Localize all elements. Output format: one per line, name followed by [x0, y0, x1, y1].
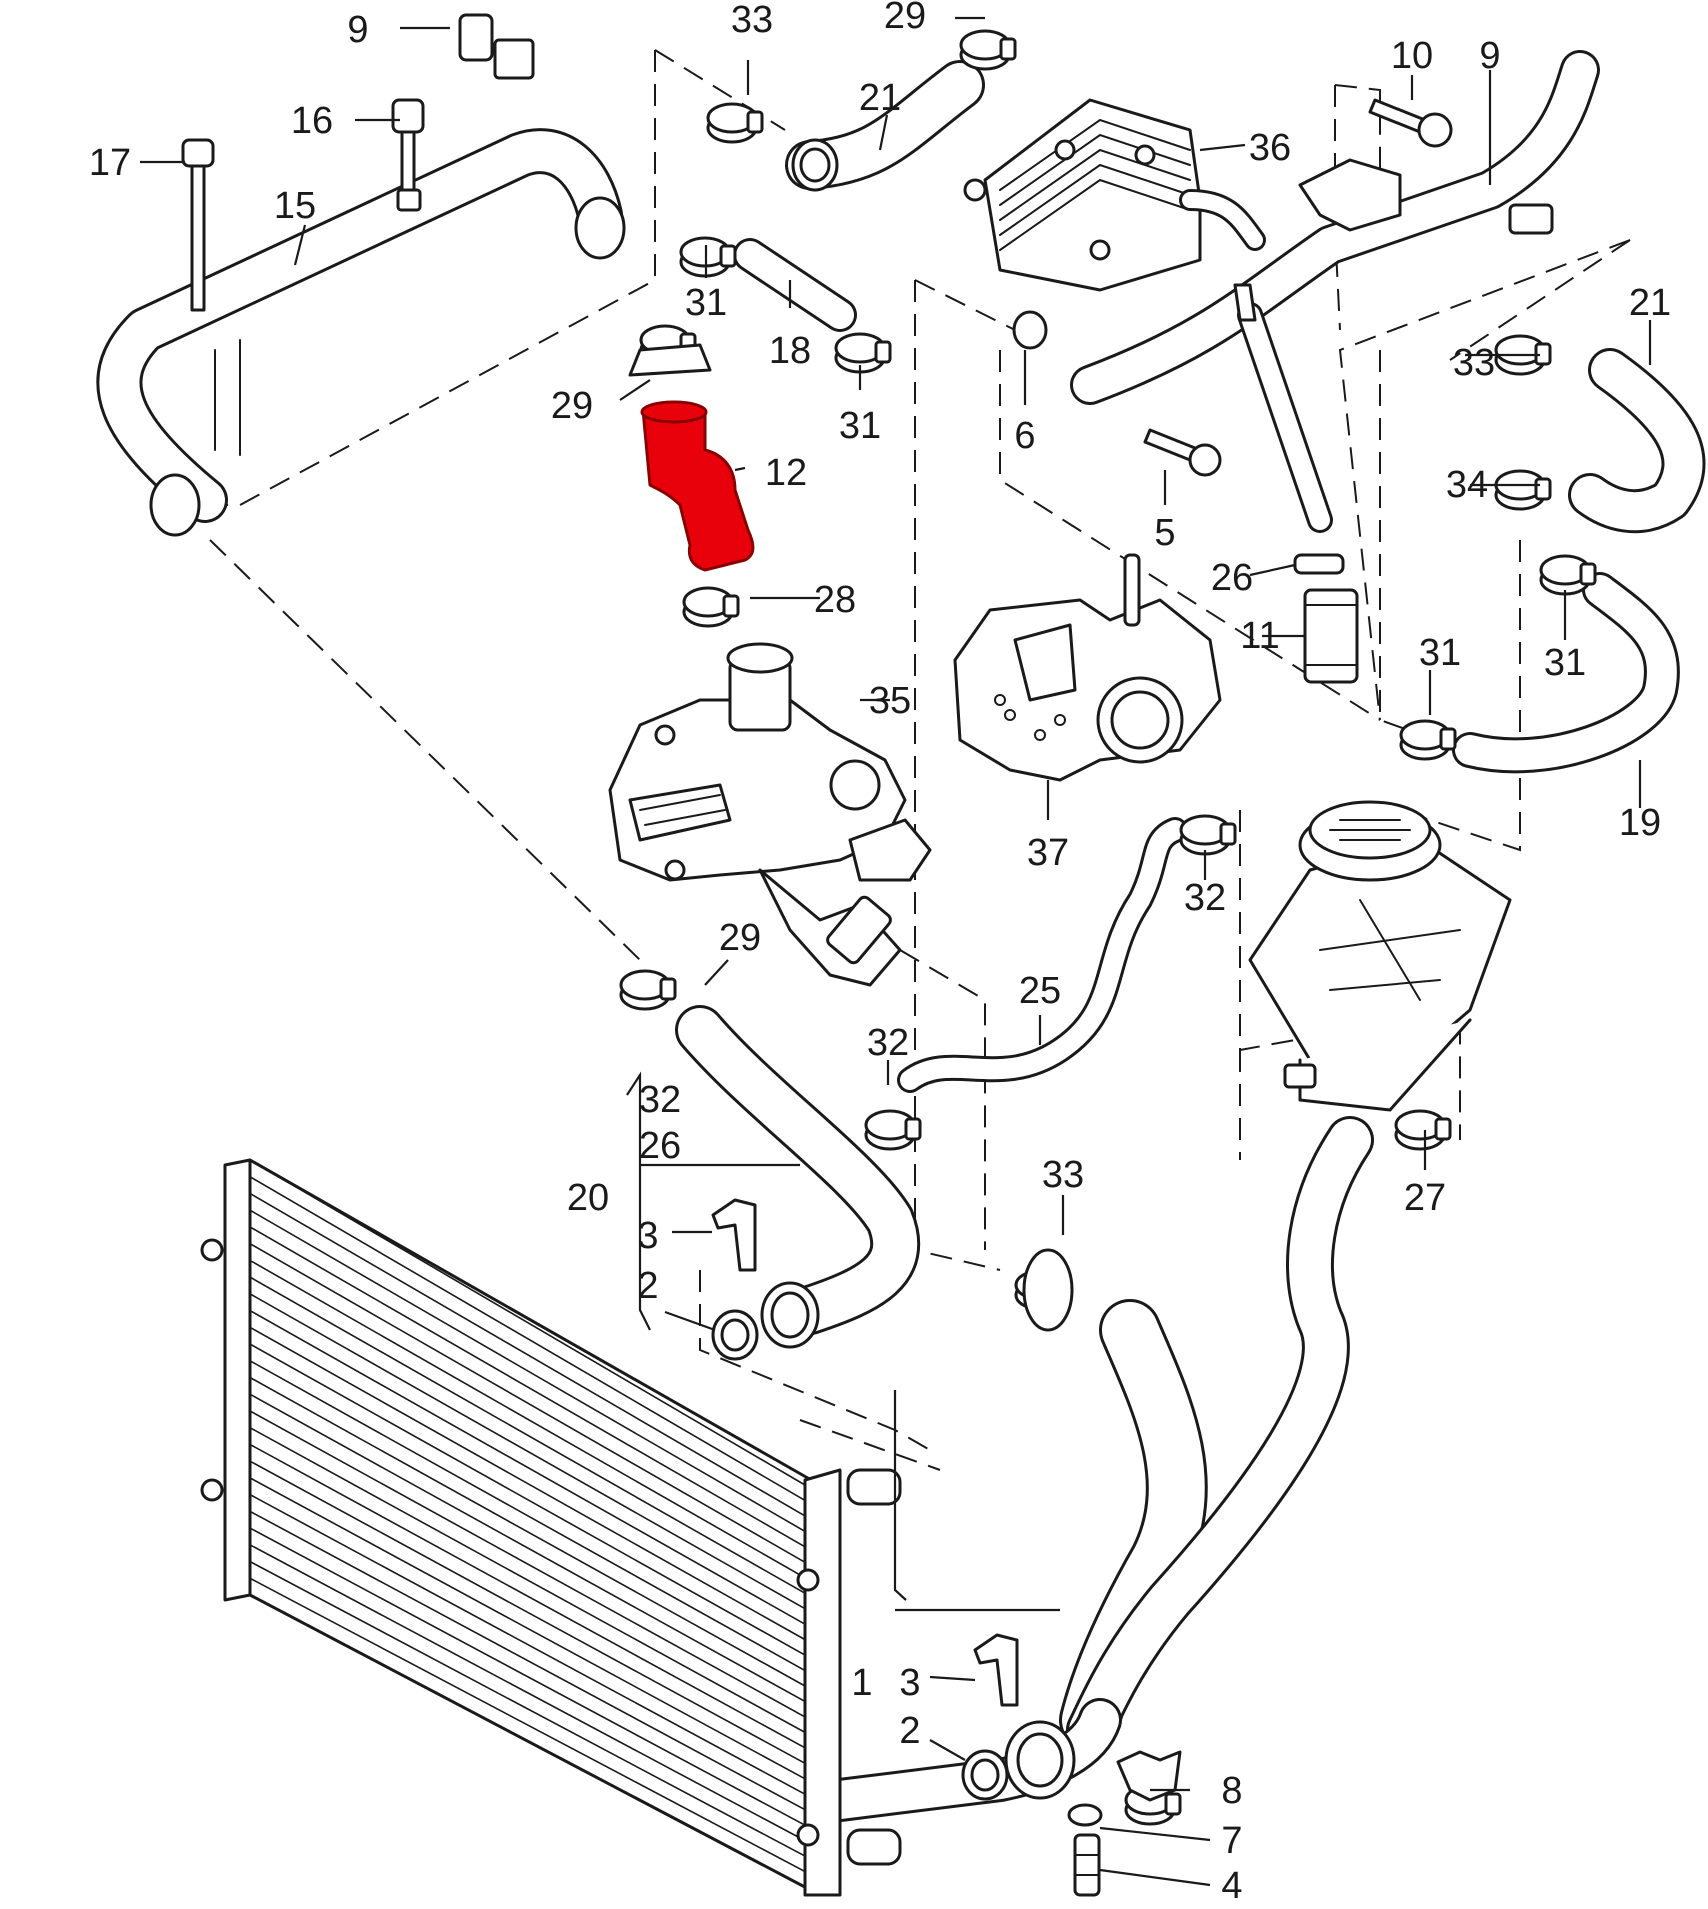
callout-32-a: 32 — [1184, 877, 1226, 919]
radiator-fin — [249, 1259, 806, 1579]
callout-10: 10 — [1391, 35, 1433, 77]
callout-16: 18 — [769, 330, 811, 372]
radiator-fin — [249, 1343, 806, 1656]
radiator-fin — [249, 1560, 806, 1857]
callout-25: 9 — [347, 9, 368, 51]
hose-clamp — [679, 236, 737, 278]
radiator-fin — [249, 1544, 806, 1842]
radiator-fin — [249, 1209, 806, 1533]
callout-5: 7 — [1221, 1820, 1242, 1862]
callout-6: 8 — [1221, 1770, 1242, 1812]
radiator-fin — [249, 1443, 806, 1749]
callout-35: 35 — [869, 680, 911, 722]
radiator-fin — [249, 1594, 806, 1888]
radiator-fin — [249, 1527, 806, 1826]
hose-clamp — [1494, 334, 1552, 376]
callout-31-b: 31 — [839, 405, 881, 447]
highlighted-hose-part-12 — [640, 400, 755, 572]
oil-cooler — [963, 98, 1266, 292]
callout-8: 6 — [1014, 415, 1035, 457]
callout-37: 37 — [1027, 832, 1069, 874]
callout-26: 26 — [1211, 557, 1253, 599]
callout-29-b: 29 — [719, 917, 761, 959]
callout-30: 29 — [551, 385, 593, 427]
hose-clamp — [959, 29, 1017, 71]
callout-21-a: 25 — [1019, 970, 1061, 1012]
hose-clamp — [1394, 1109, 1452, 1151]
callout-18: 21 — [1629, 282, 1671, 324]
hose-clamp — [619, 969, 677, 1011]
callout-1: 1 — [851, 1662, 872, 1704]
callout-27: 27 — [1404, 1177, 1446, 1219]
radiator-fin — [249, 1293, 806, 1610]
callout-29-top: 29 — [884, 0, 926, 37]
callout-33-top: 33 — [731, 0, 773, 41]
callout-13: 15 — [274, 185, 316, 227]
callout-2-a: 2 — [637, 1265, 658, 1307]
hose-clamp — [706, 102, 764, 144]
callout-32-b: 32 — [867, 1022, 909, 1064]
radiator-fin — [249, 1159, 806, 1486]
callout-20: 20 — [567, 1177, 609, 1219]
callout-9: 5 — [1154, 512, 1175, 554]
callout-11: 11 — [1240, 615, 1279, 657]
radiator-fin — [249, 1309, 806, 1625]
radiator-fin — [249, 1510, 806, 1811]
hose-clamp — [864, 1109, 922, 1151]
hose-clamp — [682, 586, 740, 628]
small-parts — [149, 13, 1554, 1897]
callout-31-d: 31 — [1544, 642, 1586, 684]
radiator-fin — [249, 1493, 806, 1795]
expansion-tank — [1248, 800, 1512, 1112]
callout-19: 21 — [859, 77, 901, 119]
callout-3-a: 3 — [637, 1215, 658, 1257]
callout-15: 17 — [89, 142, 131, 184]
radiator-fin — [249, 1192, 806, 1517]
thermostat-housing — [608, 642, 932, 987]
radiator-fin — [249, 1577, 806, 1873]
hose-clamp — [1179, 814, 1237, 856]
radiator — [200, 1158, 902, 1897]
hose-clamp — [1399, 719, 1457, 761]
radiator-fin — [249, 1226, 806, 1548]
leader-lines — [140, 16, 1652, 1887]
callout-14: 16 — [291, 100, 333, 142]
hose-clamp — [1494, 469, 1552, 511]
radiator-fin — [249, 1176, 806, 1502]
coolant-flange-housing — [953, 553, 1222, 782]
radiator-fin — [249, 1410, 806, 1718]
callout-28: 28 — [814, 579, 856, 621]
callout-2-b: 2 — [899, 1710, 920, 1752]
callout-12: 12 — [765, 452, 807, 494]
callout-17: 19 — [1619, 802, 1661, 844]
radiator-fin — [249, 1326, 806, 1641]
radiator-fin — [249, 1242, 806, 1564]
callout-4: 4 — [1221, 1865, 1242, 1907]
callout-33-b: 33 — [1042, 1154, 1084, 1196]
radiator-fin — [249, 1276, 806, 1594]
hose-clamp — [834, 332, 892, 374]
callout-7: 9 — [1479, 35, 1500, 77]
callout-34-b: 34 — [1446, 464, 1488, 506]
radiator-fin — [249, 1376, 806, 1687]
callout-31-c: 31 — [1419, 632, 1461, 674]
hose-clamp — [1539, 554, 1597, 596]
callout-34-a: 33 — [1453, 342, 1495, 384]
assembly-dashed-lines — [209, 49, 1631, 1471]
callout-3-b: 3 — [899, 1662, 920, 1704]
callout-36: 36 — [1249, 127, 1291, 169]
callout-31-a: 31 — [685, 282, 727, 324]
radiator-fin — [249, 1477, 806, 1780]
radiator-fin — [249, 1393, 806, 1703]
callout-21-b: 26 — [639, 1125, 681, 1167]
radiator-fin — [249, 1360, 806, 1672]
radiator-fin — [249, 1460, 806, 1765]
callout-labels: 9 16 17 15 33 29 21 10 9 36 31 18 31 6 5… — [89, 0, 1671, 1907]
radiator-fin — [249, 1426, 806, 1734]
coolant-hoses — [96, 50, 1706, 1822]
callout-32-c: 32 — [639, 1079, 681, 1121]
